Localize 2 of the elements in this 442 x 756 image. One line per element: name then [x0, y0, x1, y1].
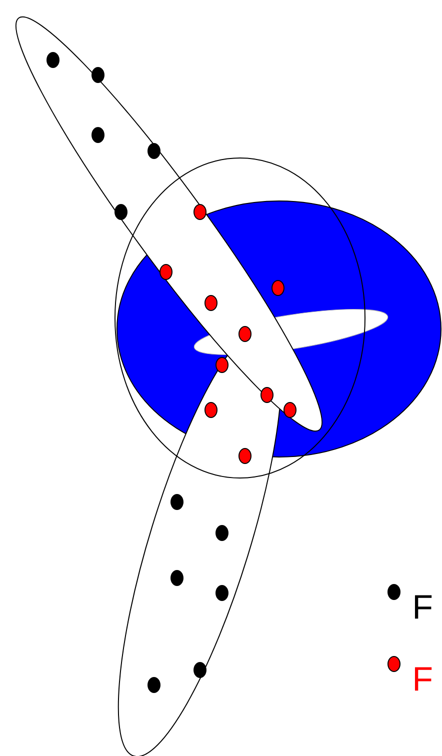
legend-label: F: [414, 595, 432, 619]
legend-label: F: [414, 667, 432, 691]
